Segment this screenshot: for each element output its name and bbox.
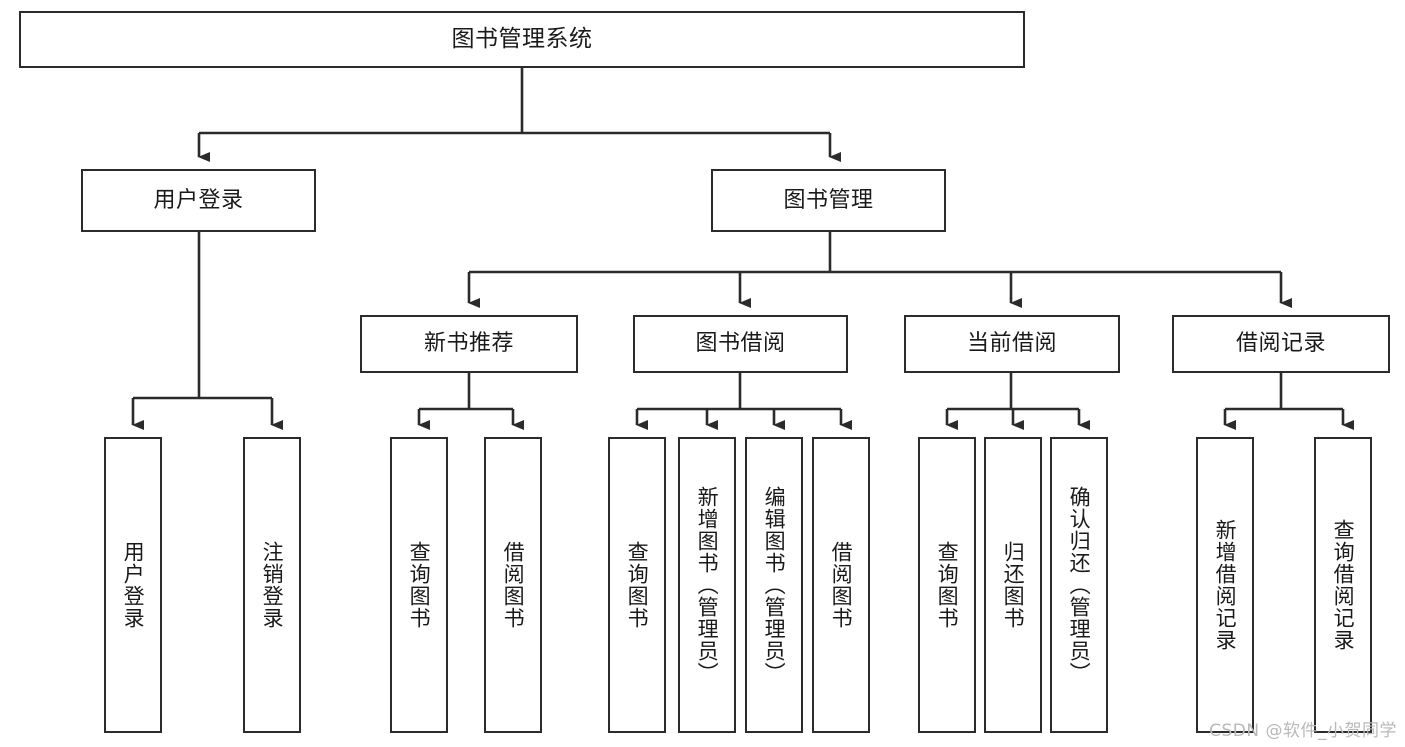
leaf-add-book-admin[interactable]: 新增图书（管理员） (678, 437, 736, 733)
node-current-borrow[interactable]: 当前借阅 (904, 315, 1120, 373)
node-book-management[interactable]: 图书管理 (711, 169, 946, 232)
leaf-query-borrow-record[interactable]: 查询借阅记录 (1314, 437, 1372, 733)
leaf-query-book-newbook[interactable]: 查询图书 (390, 437, 448, 733)
node-label: 查询图书 (407, 541, 432, 629)
node-label: 编辑图书（管理员） (762, 486, 787, 684)
leaf-return-book[interactable]: 归还图书 (984, 437, 1042, 733)
node-label: 确认归还（管理员） (1067, 486, 1092, 684)
node-label: 图书管理系统 (451, 26, 593, 53)
node-label: 图书借阅 (695, 331, 786, 357)
leaf-user-login[interactable]: 用户登录 (104, 437, 162, 733)
node-label: 新增图书（管理员） (695, 486, 720, 684)
node-label: 查询图书 (935, 541, 960, 629)
node-book-borrow[interactable]: 图书借阅 (633, 315, 848, 373)
node-label: 查询图书 (625, 541, 650, 629)
node-label: 图书管理 (783, 187, 874, 213)
node-label: 新增借阅记录 (1213, 519, 1238, 651)
leaf-logout-login[interactable]: 注销登录 (243, 437, 301, 733)
node-label: 用户登录 (153, 187, 244, 213)
node-label: 新书推荐 (423, 331, 514, 357)
node-new-book-recommendation[interactable]: 新书推荐 (360, 315, 578, 373)
leaf-confirm-return-admin[interactable]: 确认归还（管理员） (1050, 437, 1108, 733)
node-label: 当前借阅 (966, 331, 1057, 357)
node-label: 借阅记录 (1235, 331, 1326, 357)
node-user-login[interactable]: 用户登录 (81, 169, 316, 232)
node-borrow-record[interactable]: 借阅记录 (1172, 315, 1390, 373)
leaf-edit-book-admin[interactable]: 编辑图书（管理员） (745, 437, 803, 733)
watermark-text: CSDN @软件_小贺同学 (1209, 721, 1397, 741)
leaf-borrow-book-newbook[interactable]: 借阅图书 (484, 437, 542, 733)
leaf-borrow-book[interactable]: 借阅图书 (812, 437, 870, 733)
node-label: 归还图书 (1001, 541, 1026, 629)
leaf-add-borrow-record[interactable]: 新增借阅记录 (1196, 437, 1254, 733)
node-root-book-management-system[interactable]: 图书管理系统 (19, 11, 1025, 68)
node-label: 借阅图书 (829, 541, 854, 629)
node-label: 查询借阅记录 (1331, 519, 1356, 651)
leaf-query-book-current[interactable]: 查询图书 (918, 437, 976, 733)
leaf-query-book-borrow[interactable]: 查询图书 (608, 437, 666, 733)
node-label: 注销登录 (260, 541, 285, 629)
node-label: 借阅图书 (501, 541, 526, 629)
node-label: 用户登录 (121, 541, 146, 629)
